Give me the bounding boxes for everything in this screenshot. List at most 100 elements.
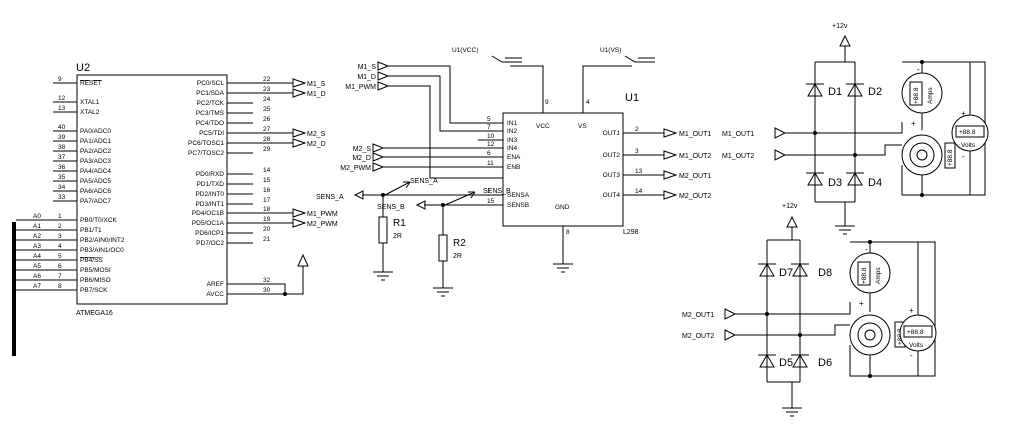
u2-pin-number: 6 [58,263,62,270]
u2-pin-name: XTAL2 [80,109,100,116]
r1-wires [373,195,393,281]
u2-pin-number: 36 [58,164,66,171]
u1-out-arrow [663,190,678,200]
bridge2-out2-line [735,324,850,336]
u2-pin-number: 8 [58,283,62,290]
u2-pin-number: 3 [58,233,62,240]
u2-pin-number: 33 [58,194,66,201]
u1-pin-number: 12 [487,141,495,148]
u2-net-label: M2_S [307,131,326,138]
u1-out-arrow [663,150,678,160]
bridge-2[interactable]: +12v D7 D8 D5 D6 M2_OUT1 M2_OUT2 +88.8 A… [682,203,937,417]
u1-out-label: M1_OUT1 [679,131,711,138]
diode-d1 [806,83,824,97]
bridge2-voltmeter-minus: - [910,351,913,360]
u1-part: L298 [623,229,639,236]
sensa-probe [384,181,411,196]
u2-pin-name: PB3/AIN1/OC0 [80,247,124,254]
u1-gnd-wire [553,226,573,273]
u2-pin-number: 38 [58,144,66,151]
bridge1-out1-line [785,122,903,134]
u1-out-label: M2_OUT1 [679,173,711,180]
u2-ref: U2 [76,62,90,74]
u1-in-label: M1_PWM [345,84,376,91]
u1-out-label: M1_OUT2 [679,153,711,160]
u2-pin-number: 30 [263,287,271,294]
bus-label: A3 [33,243,41,250]
u2-microcontroller[interactable]: U2 ATMEGA16 9RESET12XTAL113XTAL240PA0/AD… [53,62,271,317]
bridge1-in1-terminal [774,127,787,139]
r2-body [438,234,448,262]
bridge2-ammeter-plus: + [859,299,864,308]
u1-pin-number: 10 [487,133,495,140]
u1-in-label: M2_PWM [340,165,371,172]
u2-pin-number: 28 [263,136,271,143]
u2-pin-number: 39 [58,134,66,141]
u2-pin-number: 14 [263,167,271,174]
bridge-1[interactable]: +12v D1 D2 D3 D4 M1_OUT1 M1_OUT2 +88.8 A… [722,23,989,235]
u2-net-label: M2_D [307,141,326,148]
r1-value: 2R [393,233,402,240]
d6-label: D6 [818,357,832,369]
bridge2-in1-terminal [724,308,737,320]
sensa-label: SENS_A [316,194,344,201]
u2-pin-name: PD7/OC2 [196,240,224,247]
u2-pin-number: 21 [263,236,271,243]
bridge2-rails [766,239,802,417]
u2-pin-name: PD6/ICP1 [195,230,224,237]
bridge2-ammeter-unit: Amps [875,267,882,284]
u2-pin-number: 4 [58,243,62,250]
u2-pin-number: 12 [58,95,66,102]
bridge1-voltmeter-minus: - [962,152,965,161]
diode-d2 [846,83,864,97]
u1-pin-name: OUT2 [603,152,621,159]
u1-pin-name: IN4 [507,145,518,152]
u1-vcc-terminal [491,55,522,63]
u1-out-label: M2_OUT2 [679,193,711,200]
u2-pin-number: 17 [263,197,271,204]
u1-pin-name: OUT4 [603,192,621,199]
aref-power-arrow [297,253,309,267]
u2-pin-number: 1 [58,213,62,220]
u2-pin-number: 29 [263,146,271,153]
u2-pin-name: PC7/TOSC2 [188,150,224,157]
sense-wiring: SENS_A SENS_B SENS_A SENS_B R1 2R R2 2R [316,178,511,297]
u2-pin-name: PA4/ADC4 [80,168,111,175]
u2-net-arrow [292,128,307,138]
u1-driver[interactable]: U1 L298 5IN17IN210IN312IN46ENA11ENB1SENS… [452,47,664,273]
u1-pin-number: 7 [487,124,491,131]
u2-pin-name: PA1/ADC1 [80,138,111,145]
u1-pin-number: 11 [487,160,494,167]
u1-vs-terminal [624,55,655,63]
u2-pin-name: PA6/ADC6 [80,188,111,195]
u1-gnd-name: GND [555,204,570,211]
u2-pin-number: 32 [263,277,271,284]
u1-in-label: M2_D [352,155,371,162]
u2-pin-name: PB1/T1 [80,227,102,234]
u1-in-flag [377,61,390,71]
bridge1-ammeter-unit: Amps [927,87,934,104]
aref-junction [283,292,287,296]
u2-net-arrow [292,78,307,88]
bridge2-voltmeter-unit: Volts [909,342,924,349]
sensb-arrow [415,200,426,210]
bridge1-voltmeter-plus: + [961,109,966,118]
u2-pin-name: PB5/MOSI [80,267,111,274]
bridge2-voltmeter-display: +88.8 [907,329,924,336]
u2-net-label: M1_D [307,91,326,98]
u2-pin-name: PA7/ADC7 [80,198,111,205]
u2-pin-name: RESET [80,80,102,87]
u2-pin-name: XTAL1 [80,99,100,106]
diode-d4 [846,172,864,186]
u1-pin-name: SENSB [507,202,529,209]
u2-pin-name: PD3/INT1 [195,201,224,208]
u2-pin-number: 37 [58,154,66,161]
u1-in-flag [372,152,385,162]
u2-pin-number: 27 [263,126,271,133]
u2-left-pins: 9RESET12XTAL113XTAL240PA0/ADC039PA1/ADC1… [53,76,125,294]
u2-pin-number: 15 [263,177,271,184]
u2-pin-name: PA3/ADC3 [80,158,111,165]
